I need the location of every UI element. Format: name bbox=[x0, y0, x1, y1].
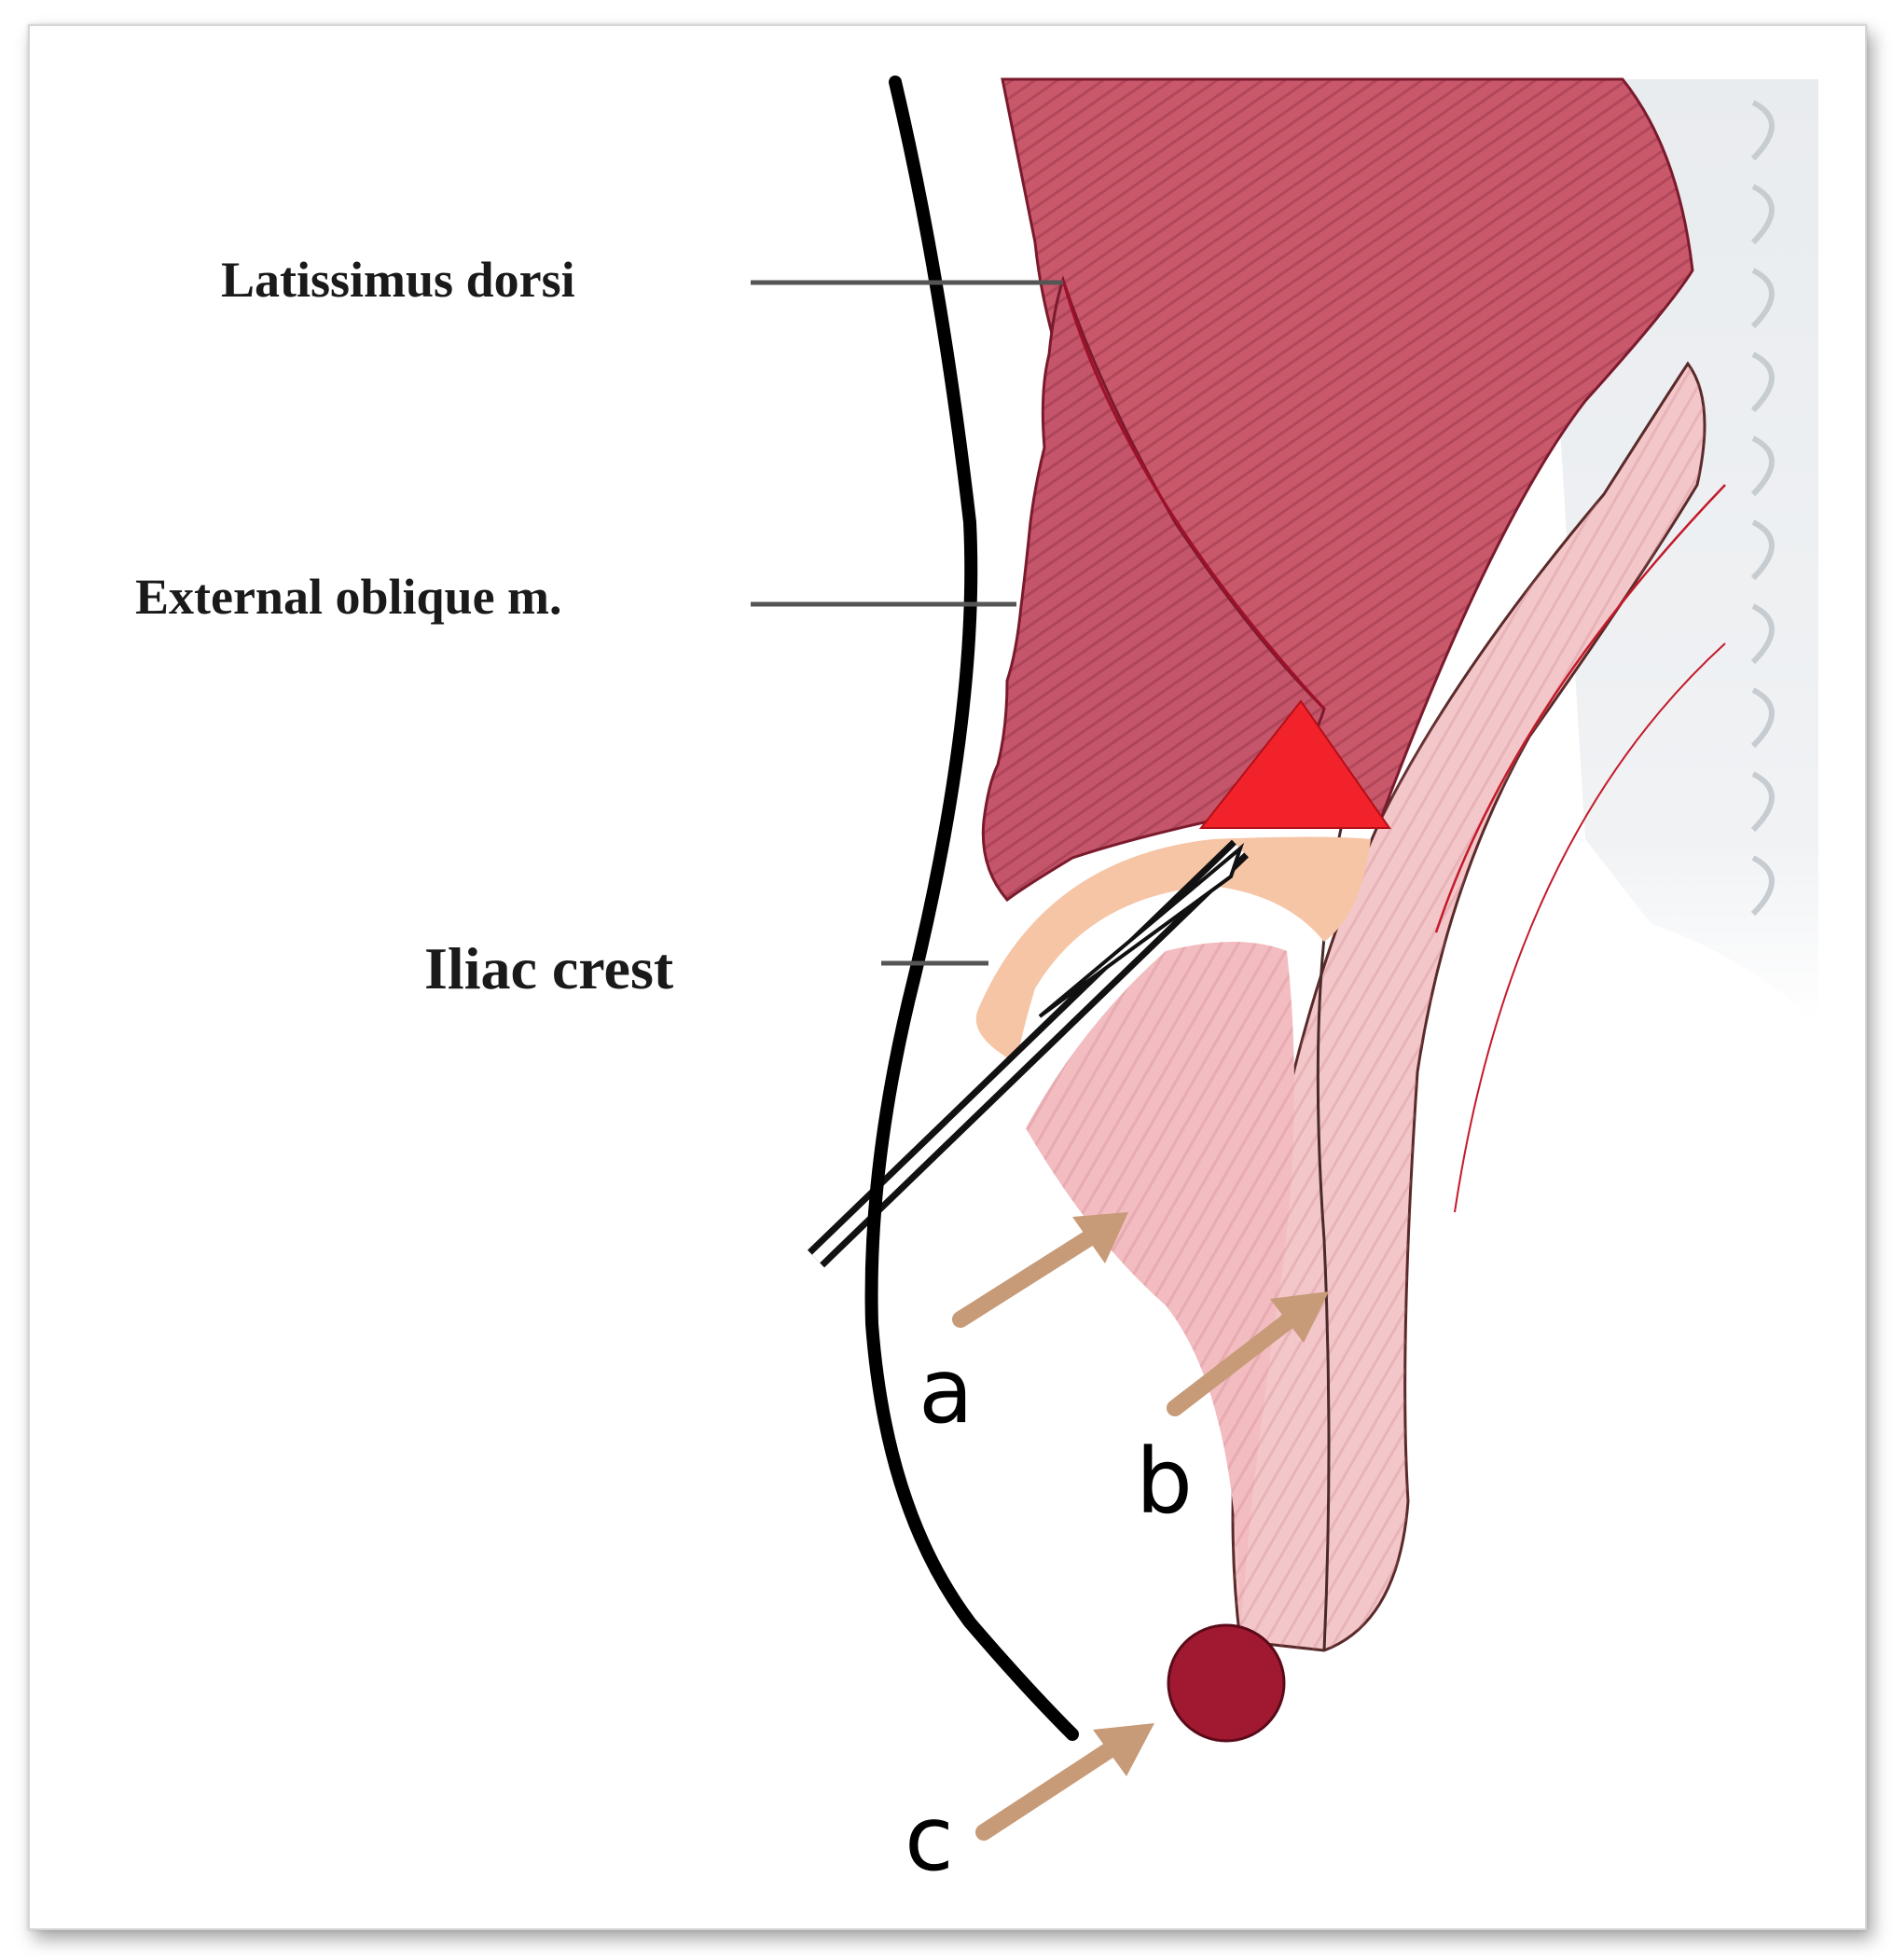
letter-b: b bbox=[1136, 1429, 1193, 1534]
deep-muscle-layers bbox=[1026, 361, 1726, 1652]
needle bbox=[807, 839, 1250, 1268]
iliac-crest-shape bbox=[975, 836, 1371, 1063]
label-latissimus-dorsi: Latissimus dorsi bbox=[221, 252, 575, 308]
label-external-oblique: External oblique m. bbox=[135, 569, 562, 625]
label-iliac-crest: Iliac crest bbox=[424, 935, 674, 1001]
lumbar-triangle bbox=[1198, 699, 1391, 829]
arrow-c bbox=[975, 1723, 1154, 1841]
external-oblique-muscle bbox=[981, 275, 1326, 903]
skin-surface-line bbox=[864, 76, 1079, 1741]
arrow-b bbox=[1167, 1291, 1329, 1416]
kidney-node bbox=[1167, 1623, 1286, 1743]
letter-a: a bbox=[919, 1339, 974, 1443]
arrow-a bbox=[952, 1212, 1128, 1328]
letter-c: c bbox=[905, 1787, 954, 1891]
